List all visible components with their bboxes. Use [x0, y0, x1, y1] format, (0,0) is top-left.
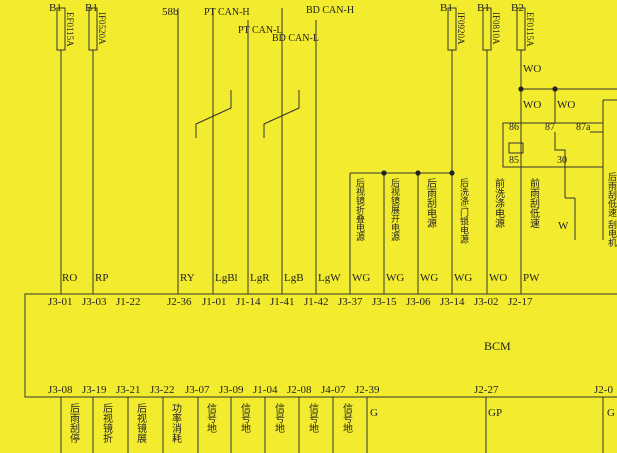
bcm-pin: J1-14: [236, 296, 261, 308]
bcm-pin: J3-19: [82, 384, 107, 396]
wire-color: LgBl: [215, 272, 238, 284]
wire-color-wo: WO: [523, 63, 541, 75]
bcm-pin: J1-01: [202, 296, 226, 308]
bcm-pin: J3-15: [372, 296, 397, 308]
fuse-ef0115a: [56, 7, 66, 51]
b1-label: B1: [49, 2, 62, 14]
fuse-ef0115a-right: [516, 7, 526, 51]
wire-color: PW: [523, 272, 540, 284]
relay-pin-87a: 87a: [576, 122, 591, 133]
fuse-if0810a: [482, 7, 492, 51]
bcm-pin: J2-36: [167, 296, 192, 308]
bcm-pin: J3-09: [219, 384, 244, 396]
wire-color: WG: [420, 272, 438, 284]
b1-label: B1: [440, 2, 453, 14]
relay-pin-85: 85: [509, 155, 519, 166]
fuse-rating: IF0520A: [97, 12, 107, 45]
fuse-rating: IF0810A: [491, 12, 501, 45]
bcm-module-label: BCM: [484, 339, 511, 353]
bcm-pin: J2-17: [508, 296, 533, 308]
bcm-pin: J3-01: [48, 296, 72, 308]
wire-color: RP: [95, 272, 108, 284]
pt-can-h-label: PT CAN-H: [204, 7, 250, 18]
wire-function-label: 前雨刮低速: [528, 177, 540, 228]
bcm-pin: J3-14: [440, 296, 465, 308]
bcm-pin: J3-03: [82, 296, 107, 308]
fuse-if0520a: [88, 7, 98, 51]
output-label: 功率消耗: [170, 403, 182, 444]
bcm-pin: J3-07: [185, 384, 210, 396]
bcm-pin: J3-21: [116, 384, 140, 396]
bd-can-h-label: BD CAN-H: [306, 5, 354, 16]
58b-label: 58b: [162, 6, 179, 18]
fuse-if0920a: [447, 7, 457, 51]
relay-load-label: 后雨刮低速: [607, 172, 617, 218]
bcm-pin: J1-42: [304, 296, 328, 308]
b1-label: B1: [477, 2, 490, 14]
wire-color-wo: WO: [557, 99, 575, 111]
wire-color: RO: [62, 272, 77, 284]
fuse-rating: IF0920A: [456, 12, 466, 45]
bcm-pin: J4-07: [321, 384, 346, 396]
wire-color: WO: [489, 272, 507, 284]
wire-color: LgB: [284, 272, 304, 284]
wire-function-label: 后雨刮电源: [425, 178, 437, 229]
output-label: 信号地: [307, 403, 319, 433]
wire-color: LgR: [250, 272, 270, 284]
bcm-pin: J2-08: [287, 384, 312, 396]
wire-color-wo: WO: [523, 99, 541, 111]
output-label: 信号地: [341, 403, 353, 433]
output-label: 后视镜折: [101, 403, 113, 444]
wire-color: WG: [386, 272, 404, 284]
output-label: 后视镜展: [135, 403, 147, 444]
output-label: 信号地: [239, 403, 251, 433]
wire-color: RY: [180, 272, 195, 284]
b2-label: B2: [511, 2, 524, 14]
bcm-pin: J2-27: [474, 384, 499, 396]
output-label: 后雨刮停: [68, 403, 80, 444]
fuse-rating: EF0115A: [525, 12, 535, 47]
bcm-pin: J3-08: [48, 384, 73, 396]
bcm-pin: J3-22: [150, 384, 174, 396]
output-label: 信号地: [273, 403, 285, 433]
bcm-pin: J2-0: [594, 384, 613, 396]
wire-color-w: W: [558, 220, 569, 232]
wire-function-label: 后洗涤/门锁电源: [459, 178, 469, 245]
bcm-pin: J2-39: [355, 384, 380, 396]
wire-function-label: 后视镜展开电源: [390, 178, 400, 242]
pt-can-l-label: PT CAN-L: [238, 25, 283, 36]
relay-pin-87: 87: [545, 122, 555, 133]
fuse-rating: EF0115A: [65, 12, 75, 47]
wire-function-label: 后视镜折叠电源: [355, 178, 365, 242]
bcm-pin: J3-06: [406, 296, 431, 308]
output-label: 信号地: [205, 403, 217, 433]
bcm-pin: J1-22: [116, 296, 140, 308]
wire-function-label: 前洗涤电源: [493, 177, 505, 229]
wire-color: GP: [488, 407, 502, 419]
bcm-pin: J1-41: [270, 296, 294, 308]
bcm-pin: J3-37: [338, 296, 363, 308]
wire-color: LgW: [318, 272, 341, 284]
relay-load-label: 刮电机: [607, 219, 617, 248]
wire-color: G: [607, 407, 615, 419]
bcm-pin: J1-04: [253, 384, 278, 396]
relay-pin-86: 86: [509, 122, 519, 133]
wire-color: WG: [454, 272, 472, 284]
bd-can-l-label: BD CAN-L: [272, 33, 319, 44]
bcm-pin: J3-02: [474, 296, 498, 308]
relay-pin-30: 30: [557, 155, 567, 166]
wire-color: G: [370, 407, 378, 419]
b1-label: B1: [85, 2, 98, 14]
wire-color: WG: [352, 272, 370, 284]
